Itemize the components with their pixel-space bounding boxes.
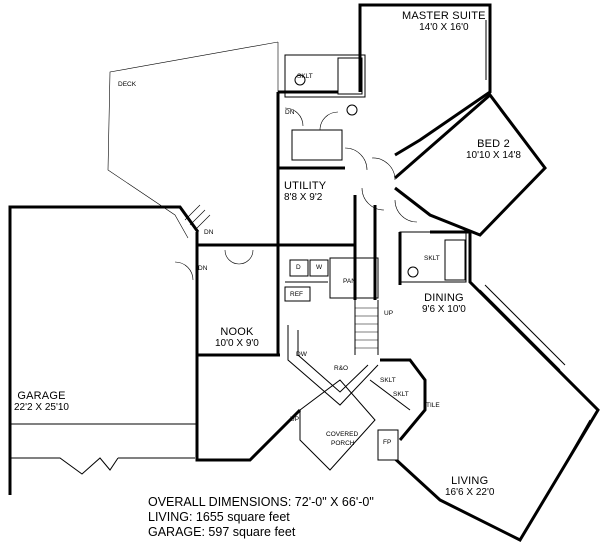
vanity-hall xyxy=(291,129,343,161)
tag-ref: REF xyxy=(290,291,303,298)
living-window-east xyxy=(479,289,561,371)
entry-walls xyxy=(380,358,427,441)
tag-dw: DW xyxy=(296,351,307,358)
room-nook-dims: 10'0 X 9'0 xyxy=(215,338,259,350)
room-utility-name: UTILITY xyxy=(284,180,327,192)
bed2-window xyxy=(499,109,539,161)
toilet-bath2 xyxy=(407,266,419,278)
kitchen-counter-inner xyxy=(297,330,369,393)
pantry-outline xyxy=(329,257,379,299)
room-garage: GARAGE 22'2 X 25'10 xyxy=(14,390,69,413)
room-master-name: MASTER SUITE xyxy=(402,10,486,22)
tag-porch-line1: COVERED xyxy=(326,431,359,438)
tag-up-stair: UP xyxy=(384,310,394,317)
room-living: LIVING 16'6 X 22'0 xyxy=(445,475,494,498)
room-nook-name: NOOK xyxy=(220,326,254,338)
washer-box xyxy=(309,259,329,277)
porch-outline xyxy=(299,379,376,471)
ref-box xyxy=(284,286,311,302)
summary-garage: GARAGE: 597 square feet xyxy=(148,525,296,539)
tub-bath2 xyxy=(444,239,466,281)
tub-master xyxy=(337,57,363,95)
room-bed2: BED 2 10'10 X 14'8 xyxy=(466,138,521,161)
tag-dryer: D xyxy=(296,264,301,271)
wall-nook-sw xyxy=(195,360,302,462)
summary-overall: OVERALL DIMENSIONS: 72'-0" X 66'-0" xyxy=(148,495,374,509)
kitchen-counter xyxy=(287,325,379,406)
door-swing-nook-a xyxy=(224,249,240,265)
fireplace-box xyxy=(377,429,399,461)
stair-treads xyxy=(355,307,378,349)
tag-dn-hall: DN xyxy=(285,109,295,116)
room-utility-dims: 8'8 X 9'2 xyxy=(284,192,323,204)
room-utility: UTILITY 8'8 X 9'2 xyxy=(284,180,326,203)
deck-outline xyxy=(107,41,279,239)
garage-break-left xyxy=(10,457,119,475)
tag-sklt-entry-2: SKLT xyxy=(393,391,409,398)
door-swing-hall-d xyxy=(394,199,418,223)
tag-up-porch: UP xyxy=(290,416,300,423)
summary-living: LIVING: 1655 square feet xyxy=(148,510,290,524)
living-window-east-2 xyxy=(484,284,566,366)
toilet-master xyxy=(294,74,306,86)
room-bed2-dims: 10'10 X 14'8 xyxy=(466,150,521,162)
tag-dn-garage: DN xyxy=(198,265,208,272)
room-dining-dims: 9'6 X 10'0 xyxy=(422,304,466,316)
living-window-south xyxy=(527,419,591,529)
tag-washer: W xyxy=(316,264,323,271)
door-swing-garage xyxy=(174,261,194,281)
room-living-dims: 16'6 X 22'0 xyxy=(445,487,495,499)
bed2-walls xyxy=(394,92,547,237)
tag-porch-line2: PORCH xyxy=(331,440,355,447)
entry-closet xyxy=(369,379,411,411)
room-dining: DINING 9'6 X 10'0 xyxy=(422,292,466,315)
door-swing-hall-c xyxy=(361,187,385,211)
sink-hall xyxy=(346,104,358,116)
room-living-name: LIVING xyxy=(451,475,489,487)
room-master-dims: 14'0 X 16'0 xyxy=(419,22,469,34)
room-nook: NOOK 10'0 X 9'0 xyxy=(215,326,259,349)
tag-sklt-master: SKLT xyxy=(297,73,313,80)
tag-deck: DECK xyxy=(118,81,137,88)
room-garage-dims: 22'2 X 25'10 xyxy=(14,402,69,414)
tag-dn-deck: DN xyxy=(204,229,214,236)
summary-block: OVERALL DIMENSIONS: 72'-0" X 66'-0" LIVI… xyxy=(148,495,374,540)
door-swing-hall-b xyxy=(371,157,396,181)
dryer-box xyxy=(289,259,309,277)
tag-tile: TILE xyxy=(426,402,440,409)
room-bed2-name: BED 2 xyxy=(477,138,510,150)
tag-sklt-bath2: SKLT xyxy=(424,255,440,262)
door-swing-hall xyxy=(284,107,304,127)
tag-range-oven: R&O xyxy=(334,365,349,372)
master-walls xyxy=(358,3,492,157)
room-master-suite: MASTER SUITE 14'0 X 16'0 xyxy=(402,10,486,33)
door-swing-hall-a xyxy=(344,147,368,171)
tag-sklt-entry-1: SKLT xyxy=(380,377,396,384)
door-swing-closet xyxy=(319,111,339,131)
tag-pan: PAN xyxy=(343,278,356,285)
door-swing-nook-b xyxy=(238,249,254,265)
deck-stair xyxy=(184,204,211,231)
room-dining-name: DINING xyxy=(424,292,464,304)
room-garage-name: GARAGE xyxy=(17,390,66,402)
bath-master-outline xyxy=(284,54,366,98)
garage-walls xyxy=(8,205,200,495)
tag-fp: FP xyxy=(383,439,392,446)
